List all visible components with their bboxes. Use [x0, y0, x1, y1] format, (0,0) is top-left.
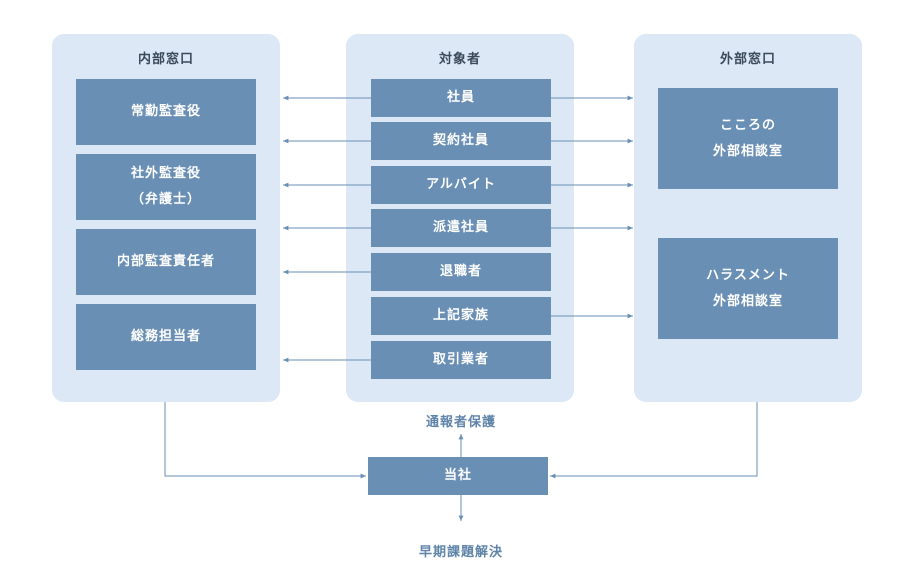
- internal-contact-title: 内部窓口: [137, 52, 194, 67]
- early-resolution-label: 早期課題解決: [418, 545, 503, 560]
- arrow-external-to-company: [550, 402, 758, 479]
- target-item-contract-employee: 契約社員: [371, 122, 551, 160]
- internal-item-internal-audit-manager: 内部監査責任者: [76, 229, 256, 295]
- external-item-harassment-consultation: ハラスメント 外部相談室: [658, 238, 838, 339]
- internal-item-outside-auditor-lawyer: 社外監査役 （弁護士）: [76, 154, 256, 220]
- target-item-dispatched-employee: 派遣社員: [371, 209, 551, 247]
- external-item-mental-health-consultation: こころの 外部相談室: [658, 88, 838, 189]
- target-item-part-timer: アルバイト: [371, 166, 551, 204]
- target-item-business-partner: 取引業者: [371, 341, 551, 379]
- target-item-employee: 社員: [371, 79, 551, 117]
- company-box: 当社: [368, 457, 548, 495]
- target-item-family: 上記家族: [371, 297, 551, 335]
- arrow-internal-to-company: [164, 402, 366, 479]
- target-item-retiree: 退職者: [371, 253, 551, 291]
- whistleblower-protection-label: 通報者保護: [425, 415, 496, 430]
- external-contact-title: 外部窓口: [719, 52, 776, 67]
- target-persons-title: 対象者: [438, 52, 481, 67]
- internal-item-general-affairs: 総務担当者: [76, 304, 256, 370]
- internal-item-full-time-auditor: 常勤監査役: [76, 79, 256, 145]
